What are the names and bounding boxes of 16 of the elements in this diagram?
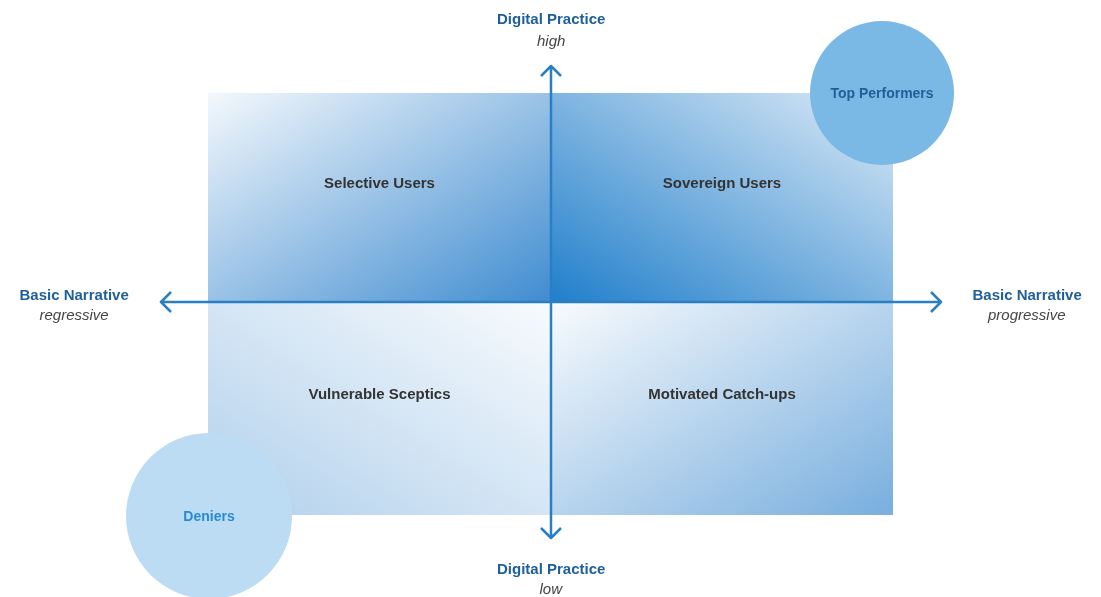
category-label: Selective Users: [324, 174, 435, 191]
category-label: Motivated Catch-ups: [648, 385, 796, 402]
axis-title: Basic Narrative: [19, 286, 129, 303]
axis-title: Digital Practice: [497, 10, 606, 27]
category-label: Deniers: [183, 508, 235, 524]
axis-title: Digital Practice: [497, 560, 606, 577]
category-label: Top Performers: [830, 85, 934, 101]
axis-end-label: low: [539, 580, 562, 597]
category-label: Vulnerable Sceptics: [308, 385, 451, 402]
axis-title: Basic Narrative: [972, 286, 1082, 303]
quadrant-area: [551, 302, 893, 515]
category-label: Sovereign Users: [662, 174, 782, 191]
axis-end-label: high: [537, 32, 566, 49]
axis-end-label: regressive: [39, 306, 109, 323]
axis-end-label: progressive: [988, 306, 1066, 323]
quadrant-area: [208, 93, 551, 302]
